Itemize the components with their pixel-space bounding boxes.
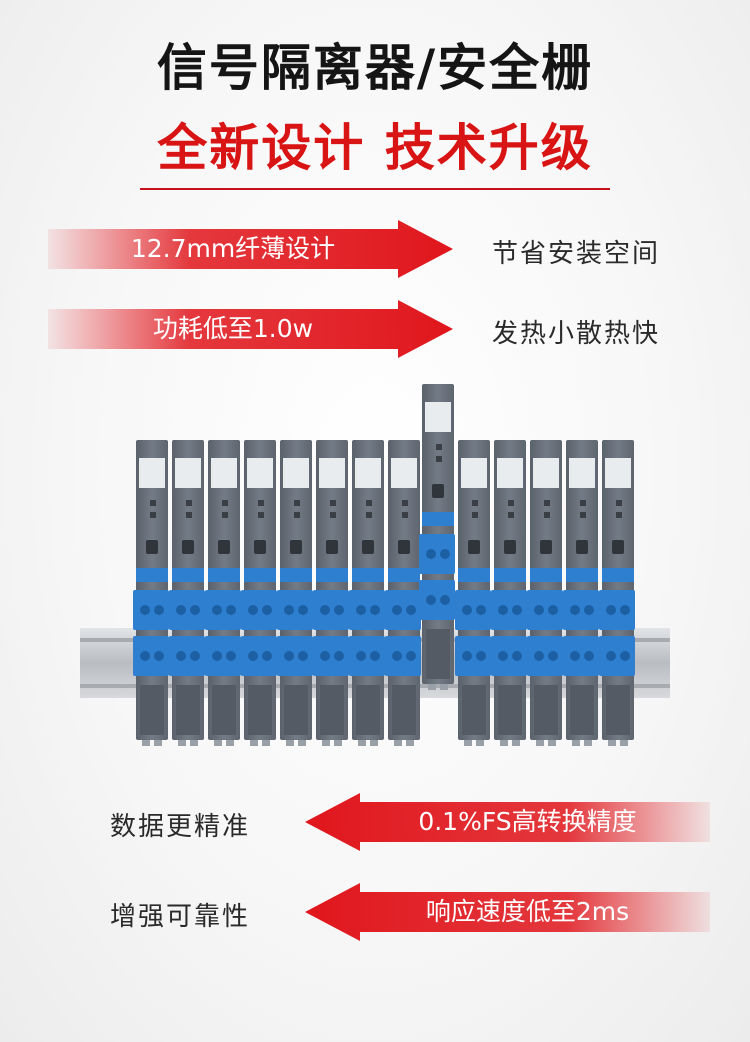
feature-arrow-label: 功耗低至1.0w — [152, 314, 314, 343]
arrow-left-shape — [305, 883, 710, 941]
feature-benefit: 节省安装空间 — [492, 239, 661, 269]
feature-benefit: 增强可靠性 — [110, 902, 251, 932]
feature-arrow-accuracy: 0.1%FS高转换精度 — [305, 793, 710, 851]
feature-arrow-slim-design: 12.7mm纤薄设计 — [48, 220, 453, 278]
feature-benefit: 数据更精准 — [110, 812, 251, 842]
page-subtitle: 全新设计 技术升级 — [157, 119, 593, 177]
feature-arrow-label: 12.7mm纤薄设计 — [130, 234, 336, 263]
page-title: 信号隔离器/安全栅 — [156, 39, 594, 97]
title-divider — [140, 188, 610, 190]
arrow-right-shape — [48, 300, 453, 358]
isolator-modules-image — [80, 384, 670, 746]
feature-arrow-response: 响应速度低至2ms — [305, 883, 710, 941]
feature-arrow-label: 0.1%FS高转换精度 — [418, 807, 637, 836]
arrow-right-shape — [48, 220, 453, 278]
feature-arrow-label: 响应速度低至2ms — [425, 897, 630, 926]
feature-arrow-low-power: 功耗低至1.0w — [48, 300, 453, 358]
arrow-left-shape — [305, 793, 710, 851]
feature-benefit: 发热小散热快 — [492, 319, 661, 349]
